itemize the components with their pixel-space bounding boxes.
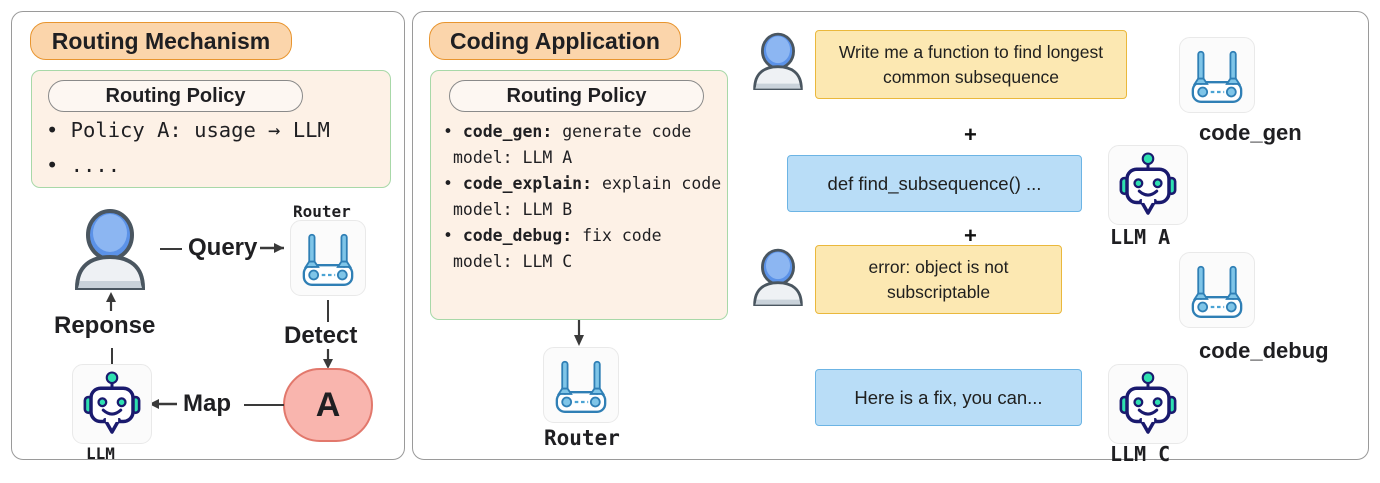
policy-desc: fix code xyxy=(572,226,662,245)
route-label-code-debug: code_debug xyxy=(1199,338,1329,363)
policy-model: model: LLM C xyxy=(453,252,573,271)
router-icon xyxy=(1179,252,1255,328)
user-prompt-bubble-1: Write me a function to find longest comm… xyxy=(815,30,1127,99)
user-prompt-bubble-2: error: object is not subscriptable xyxy=(815,245,1062,314)
policy-line-2: • .... xyxy=(46,153,121,177)
policy-key: code_gen: xyxy=(462,122,553,141)
capsule-a-text: A xyxy=(315,385,341,424)
policy-desc: generate code xyxy=(552,122,692,141)
diagram-canvas: Routing Policy • Policy A: usage → LLM •… xyxy=(11,11,1369,466)
robot-llm-icon xyxy=(1108,364,1188,444)
routing-policy-box-right: Routing Policy • code_gen: generate code… xyxy=(430,70,728,320)
policy-line-1: • Policy A: usage → LLM xyxy=(46,118,330,142)
response-label: Reponse xyxy=(54,312,156,339)
routing-policy-pill-left: Routing Policy xyxy=(48,80,303,112)
policy-entry: • code_explain: explain code xyxy=(443,174,722,193)
policy-entry: • code_gen: generate code xyxy=(443,122,692,141)
assistant-reply-bubble-1: def find_subsequence() ... xyxy=(787,155,1082,212)
llm-label-left: LLM xyxy=(86,444,115,463)
detect-line xyxy=(327,300,330,322)
routing-policy-box-left: Routing Policy • Policy A: usage → LLM •… xyxy=(31,70,391,188)
router-icon xyxy=(290,220,366,296)
panel-coding-application: Routing Policy • code_gen: generate code… xyxy=(412,11,1369,466)
route-label-capsule-a: A xyxy=(283,368,373,442)
routing-policy-pill-right: Routing Policy xyxy=(449,80,704,112)
robot-llm-icon xyxy=(1108,145,1188,225)
user-avatar-icon xyxy=(69,208,151,290)
llm-c-label: LLM C xyxy=(1110,442,1171,466)
query-line xyxy=(160,248,182,251)
detect-label: Detect xyxy=(284,322,358,349)
map-label: Map xyxy=(183,390,231,417)
user-avatar-icon xyxy=(749,32,807,90)
user-avatar-icon xyxy=(749,248,807,306)
policy-key: code_explain: xyxy=(462,174,593,193)
policy-model: model: LLM A xyxy=(453,148,573,167)
assistant-reply-bubble-2: Here is a fix, you can... xyxy=(815,369,1082,426)
policy-entries: • code_gen: generate code model: LLM A •… xyxy=(443,119,721,275)
response-line-lower xyxy=(111,348,114,364)
panel-routing-mechanism: Routing Policy • Policy A: usage → LLM •… xyxy=(11,11,405,463)
router-icon xyxy=(1179,37,1255,113)
plus-sign-1: + xyxy=(964,122,977,147)
policy-desc: explain code xyxy=(592,174,722,193)
policy-key: code_debug: xyxy=(462,226,573,245)
badge-coding-application: Coding Application xyxy=(429,22,681,60)
policy-entry: • code_debug: fix code xyxy=(443,226,662,245)
router-label-left: Router xyxy=(293,202,351,221)
query-label: Query xyxy=(188,234,258,261)
badge-routing-mechanism: Routing Mechanism xyxy=(30,22,292,60)
map-line-right xyxy=(244,404,284,407)
robot-llm-icon xyxy=(72,364,152,444)
route-label-code-gen: code_gen xyxy=(1199,120,1302,145)
llm-a-label: LLM A xyxy=(1110,225,1171,249)
router-label-right: Router xyxy=(544,426,620,450)
router-icon xyxy=(543,347,619,423)
plus-sign-2: + xyxy=(964,223,977,248)
policy-model: model: LLM B xyxy=(453,200,573,219)
